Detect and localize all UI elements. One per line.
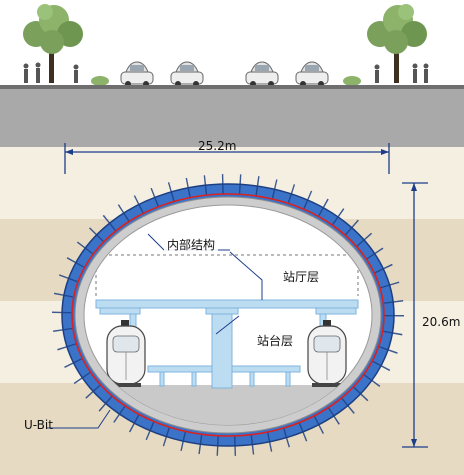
reinforcement-line <box>71 193 385 437</box>
pedestrians <box>23 62 429 83</box>
internal-structure-outline <box>95 254 359 296</box>
width-dimension <box>64 143 390 174</box>
platform-label: 站台层 <box>254 334 297 348</box>
height-dimension <box>402 182 428 448</box>
car-2 <box>170 61 204 87</box>
train-left <box>106 320 146 387</box>
width-dimension-label: 25.2m <box>198 139 237 153</box>
car-4 <box>295 61 329 87</box>
train-right <box>307 320 347 387</box>
street-scene <box>23 4 429 87</box>
road-layer <box>0 89 464 147</box>
concourse-label: 站厅层 <box>280 270 323 284</box>
road-surface <box>0 85 464 89</box>
concourse-slab <box>95 299 359 309</box>
tree-right <box>367 4 427 83</box>
central-column <box>211 307 233 389</box>
platform-slab-left <box>147 365 213 373</box>
internal-structure-label: 内部结构 <box>164 238 219 252</box>
platform-slab-right <box>231 365 301 373</box>
car-3 <box>245 61 279 87</box>
height-dimension-label: 20.6m <box>422 315 461 329</box>
ubit-label: U-Bit <box>24 418 53 432</box>
segment-joints <box>52 174 404 456</box>
tree-left <box>23 4 83 83</box>
shrubs <box>91 76 361 86</box>
